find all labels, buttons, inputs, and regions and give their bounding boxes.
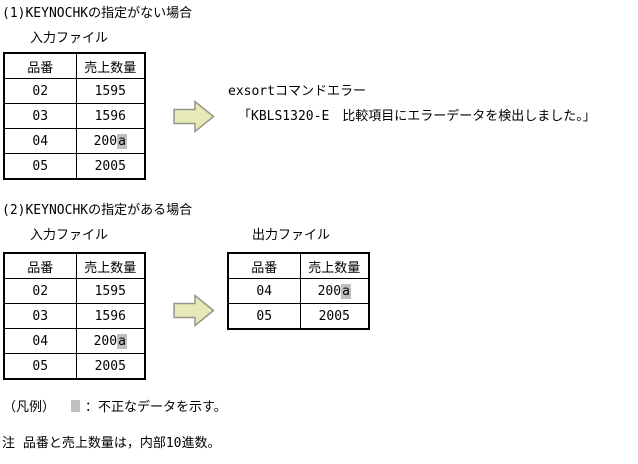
invalid-data-highlight: a	[117, 133, 127, 149]
legend-label: （凡例）	[3, 400, 56, 415]
table-cell: 2005	[75, 353, 146, 380]
legend-description: ：不正なデータを示す。	[85, 400, 227, 415]
section1-title: (1)KEYNOCHKの指定がない場合	[2, 6, 193, 21]
section1-input-file-label: 入力ファイル	[30, 31, 109, 46]
table-cell: 04	[3, 328, 77, 354]
table-cell: 05	[227, 303, 301, 330]
table-header-cell: 品番	[227, 252, 301, 279]
table-cell: 1596	[75, 103, 146, 129]
table-cell: 03	[3, 303, 77, 329]
invalid-data-highlight: a	[117, 333, 127, 349]
table-cell: 200a	[299, 278, 370, 304]
table-cell: 05	[3, 353, 77, 380]
section2-output-file-label: 出力ファイル	[252, 228, 331, 243]
footnote-text: 注 品番と売上数量は，内部10進数。	[2, 436, 221, 451]
legend-line: （凡例） ：不正なデータを示す。	[3, 400, 227, 415]
table-header-cell: 売上数量	[299, 252, 370, 279]
table-header-cell: 品番	[3, 52, 77, 79]
table-cell: 04	[227, 278, 301, 304]
invalid-data-swatch-icon	[71, 400, 81, 412]
table-header-cell: 売上数量	[75, 52, 146, 79]
table-header-cell: 売上数量	[75, 252, 146, 279]
flow-arrow-icon	[173, 294, 215, 327]
error-message-text: 「KBLS1320-E 比較項目にエラーデータを検出しました。」	[238, 109, 596, 124]
table-cell: 04	[3, 128, 77, 154]
table-cell: 2005	[75, 153, 146, 180]
flow-arrow-icon	[173, 100, 215, 133]
table-cell: 1596	[75, 303, 146, 329]
invalid-data-highlight: a	[341, 283, 351, 299]
table-cell: 05	[3, 153, 77, 180]
table-cell: 02	[3, 278, 77, 304]
table-cell: 200a	[75, 128, 146, 154]
table-cell: 02	[3, 78, 77, 104]
table-cell: 2005	[299, 303, 370, 330]
table-cell: 1595	[75, 278, 146, 304]
table-cell: 03	[3, 103, 77, 129]
section2-title: (2)KEYNOCHKの指定がある場合	[2, 203, 193, 218]
error-title-text: exsortコマンドエラー	[228, 84, 366, 99]
table-cell: 200a	[75, 328, 146, 354]
table-cell: 1595	[75, 78, 146, 104]
table-header-cell: 品番	[3, 252, 77, 279]
section2-input-file-label: 入力ファイル	[30, 228, 109, 243]
